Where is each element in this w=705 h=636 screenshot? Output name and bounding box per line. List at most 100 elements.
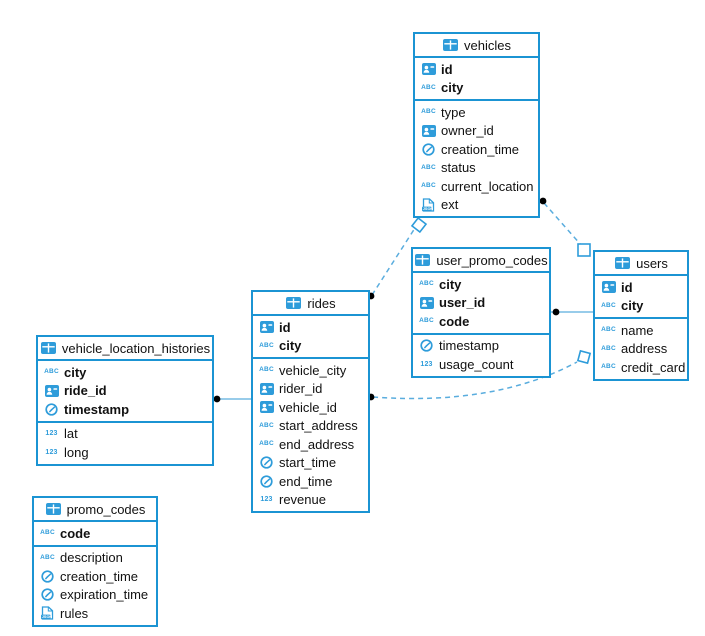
- column-end_time[interactable]: end_time: [253, 472, 368, 491]
- table-name: users: [636, 255, 668, 271]
- column-name: id: [441, 61, 453, 77]
- svg-text:JSON: JSON: [423, 207, 434, 211]
- number-123-icon: 123: [260, 496, 273, 504]
- column-vehicle_city[interactable]: ABC vehicle_city: [253, 361, 368, 380]
- column-lat[interactable]: 123 lat: [38, 425, 212, 444]
- id-card-icon: [600, 281, 617, 294]
- column-end_address[interactable]: ABC end_address: [253, 435, 368, 454]
- column-name[interactable]: ABC name: [595, 321, 687, 340]
- text-abc-icon: ABC: [259, 366, 274, 373]
- one-side-marker: [410, 216, 428, 234]
- column-timestamp[interactable]: timestamp: [413, 337, 549, 356]
- column-vehicle_id[interactable]: vehicle_id: [253, 398, 368, 417]
- id-card-icon: [420, 124, 437, 137]
- column-name: city: [621, 298, 644, 314]
- column-current_location[interactable]: ABC current_location: [415, 177, 538, 196]
- column-ext[interactable]: JSON ext: [415, 196, 538, 215]
- table-header[interactable]: user_promo_codes: [413, 249, 549, 273]
- table-icon: [285, 297, 302, 309]
- column-id[interactable]: id: [415, 60, 538, 79]
- column-revenue[interactable]: 123 revenue: [253, 491, 368, 510]
- column-name: ext: [441, 197, 459, 213]
- column-id[interactable]: id: [253, 318, 368, 337]
- column-name: timestamp: [64, 401, 130, 417]
- text-abc-icon: ABC: [419, 317, 434, 324]
- column-expiration_time[interactable]: expiration_time: [34, 586, 156, 605]
- column-name: code: [60, 525, 91, 541]
- number-123-icon: 123: [45, 430, 58, 438]
- table-header[interactable]: promo_codes: [34, 498, 156, 522]
- column-id[interactable]: id: [595, 278, 687, 297]
- column-rider_id[interactable]: rider_id: [253, 380, 368, 399]
- column-name: name: [621, 322, 654, 338]
- table-header[interactable]: vehicle_location_histories: [38, 337, 212, 361]
- svg-text:JSON: JSON: [42, 615, 53, 619]
- column-owner_id[interactable]: owner_id: [415, 122, 538, 141]
- column-name: city: [64, 364, 87, 380]
- text-abc-icon: ABC: [421, 182, 436, 189]
- text-abc-icon: ABC: [40, 553, 55, 561]
- column-ride_id[interactable]: ride_id: [38, 382, 212, 401]
- number-123-icon: 123: [420, 360, 433, 368]
- column-name: status: [441, 160, 476, 176]
- table-icon: [414, 254, 431, 266]
- relationship-rides-to-vehicles[interactable]: [371, 227, 416, 296]
- column-name: end_time: [279, 473, 333, 489]
- many-side-dot-marker: [552, 308, 560, 316]
- table-icon: [40, 342, 57, 354]
- table-icon: [45, 503, 62, 515]
- clock-icon: [39, 588, 56, 601]
- column-name: expiration_time: [60, 587, 149, 603]
- column-start_time[interactable]: start_time: [253, 454, 368, 473]
- column-creation_time[interactable]: creation_time: [34, 567, 156, 586]
- table-name: promo_codes: [66, 501, 146, 517]
- column-name: creation_time: [441, 141, 520, 157]
- column-name: city: [279, 338, 302, 354]
- column-name: lat: [64, 426, 78, 442]
- relationship-vehicles-to-users[interactable]: [543, 202, 583, 247]
- column-name: vehicle_city: [279, 362, 347, 378]
- table-header[interactable]: vehicles: [415, 34, 538, 58]
- table-header[interactable]: rides: [253, 292, 368, 316]
- text-abc-icon: ABC: [601, 326, 616, 333]
- column-user_id[interactable]: user_id: [413, 294, 549, 313]
- text-abc-icon: ABC: [259, 421, 274, 429]
- relationship-rides-to-users[interactable]: [372, 361, 578, 400]
- column-creation_time[interactable]: creation_time: [415, 140, 538, 159]
- table-name: vehicles: [464, 37, 511, 53]
- text-abc-icon: ABC: [259, 440, 274, 447]
- column-name: current_location: [441, 178, 534, 194]
- column-name: revenue: [279, 492, 326, 508]
- table-header[interactable]: users: [595, 252, 687, 276]
- column-name: end_address: [279, 436, 355, 452]
- column-timestamp[interactable]: timestamp: [38, 400, 212, 419]
